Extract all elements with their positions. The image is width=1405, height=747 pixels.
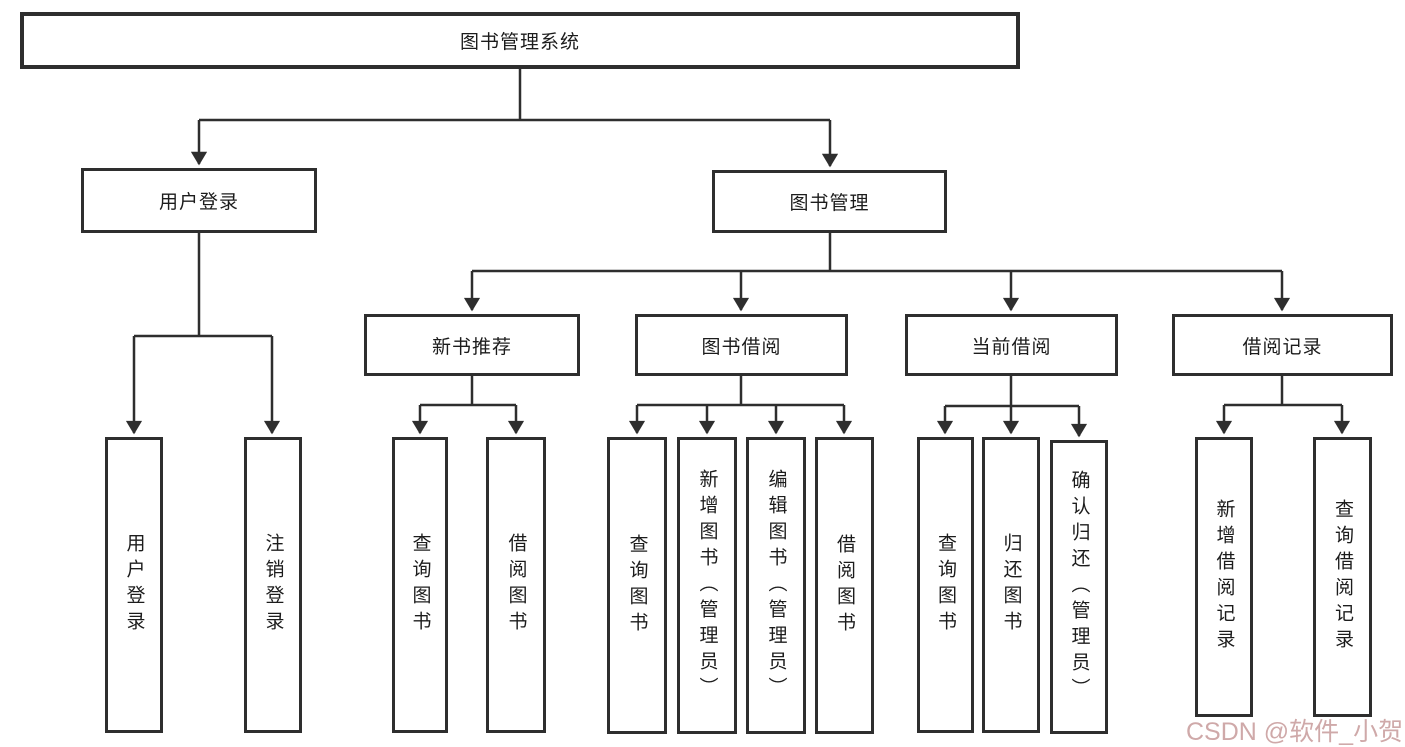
leaf-add-borrow-record-label: 新增借阅记录 [1213, 499, 1235, 655]
leaf-confirm-return-admin-label: 确认归还（管理员） [1068, 470, 1090, 704]
node-book-borrow: 图书借阅 [635, 314, 848, 376]
leaf-query-book-3-label: 查询图书 [935, 533, 956, 637]
leaf-user-login-label: 用户登录 [123, 533, 145, 637]
leaf-query-book-2: 查询图书 [607, 437, 667, 734]
leaf-return-book-label: 归还图书 [1000, 533, 1022, 637]
leaf-add-book-admin-label: 新增图书（管理员） [696, 468, 718, 703]
leaf-return-book: 归还图书 [982, 437, 1040, 733]
leaf-borrow-book-2: 借阅图书 [815, 437, 874, 734]
node-root: 图书管理系统 [20, 12, 1020, 69]
node-user-login: 用户登录 [81, 168, 317, 233]
leaf-logout: 注销登录 [244, 437, 302, 733]
leaf-query-book-2-label: 查询图书 [626, 533, 648, 638]
leaf-logout-label: 注销登录 [262, 533, 284, 637]
leaf-query-book-1: 查询图书 [392, 437, 448, 733]
node-borrow-records: 借阅记录 [1172, 314, 1393, 376]
csdn-watermark: CSDN @软件_小贺同学 [1186, 718, 1405, 746]
leaf-confirm-return-admin: 确认归还（管理员） [1050, 440, 1108, 734]
leaf-edit-book-admin-label: 编辑图书（管理员） [765, 468, 787, 703]
leaf-borrow-book-1: 借阅图书 [486, 437, 546, 733]
leaf-user-login: 用户登录 [105, 437, 163, 733]
leaf-add-borrow-record: 新增借阅记录 [1195, 437, 1253, 717]
leaf-query-book-1-label: 查询图书 [409, 533, 431, 637]
leaf-borrow-book-1-label: 借阅图书 [505, 533, 527, 637]
node-current-borrow: 当前借阅 [905, 314, 1118, 376]
leaf-query-book-3: 查询图书 [917, 437, 974, 733]
node-new-book-recommend: 新书推荐 [364, 314, 580, 376]
leaf-query-borrow-record-label: 查询借阅记录 [1332, 499, 1353, 655]
node-book-management: 图书管理 [712, 170, 947, 233]
leaf-query-borrow-record: 查询借阅记录 [1313, 437, 1372, 717]
leaf-add-book-admin: 新增图书（管理员） [677, 437, 737, 734]
leaf-borrow-book-2-label: 借阅图书 [834, 533, 855, 638]
leaf-edit-book-admin: 编辑图书（管理员） [746, 437, 806, 734]
